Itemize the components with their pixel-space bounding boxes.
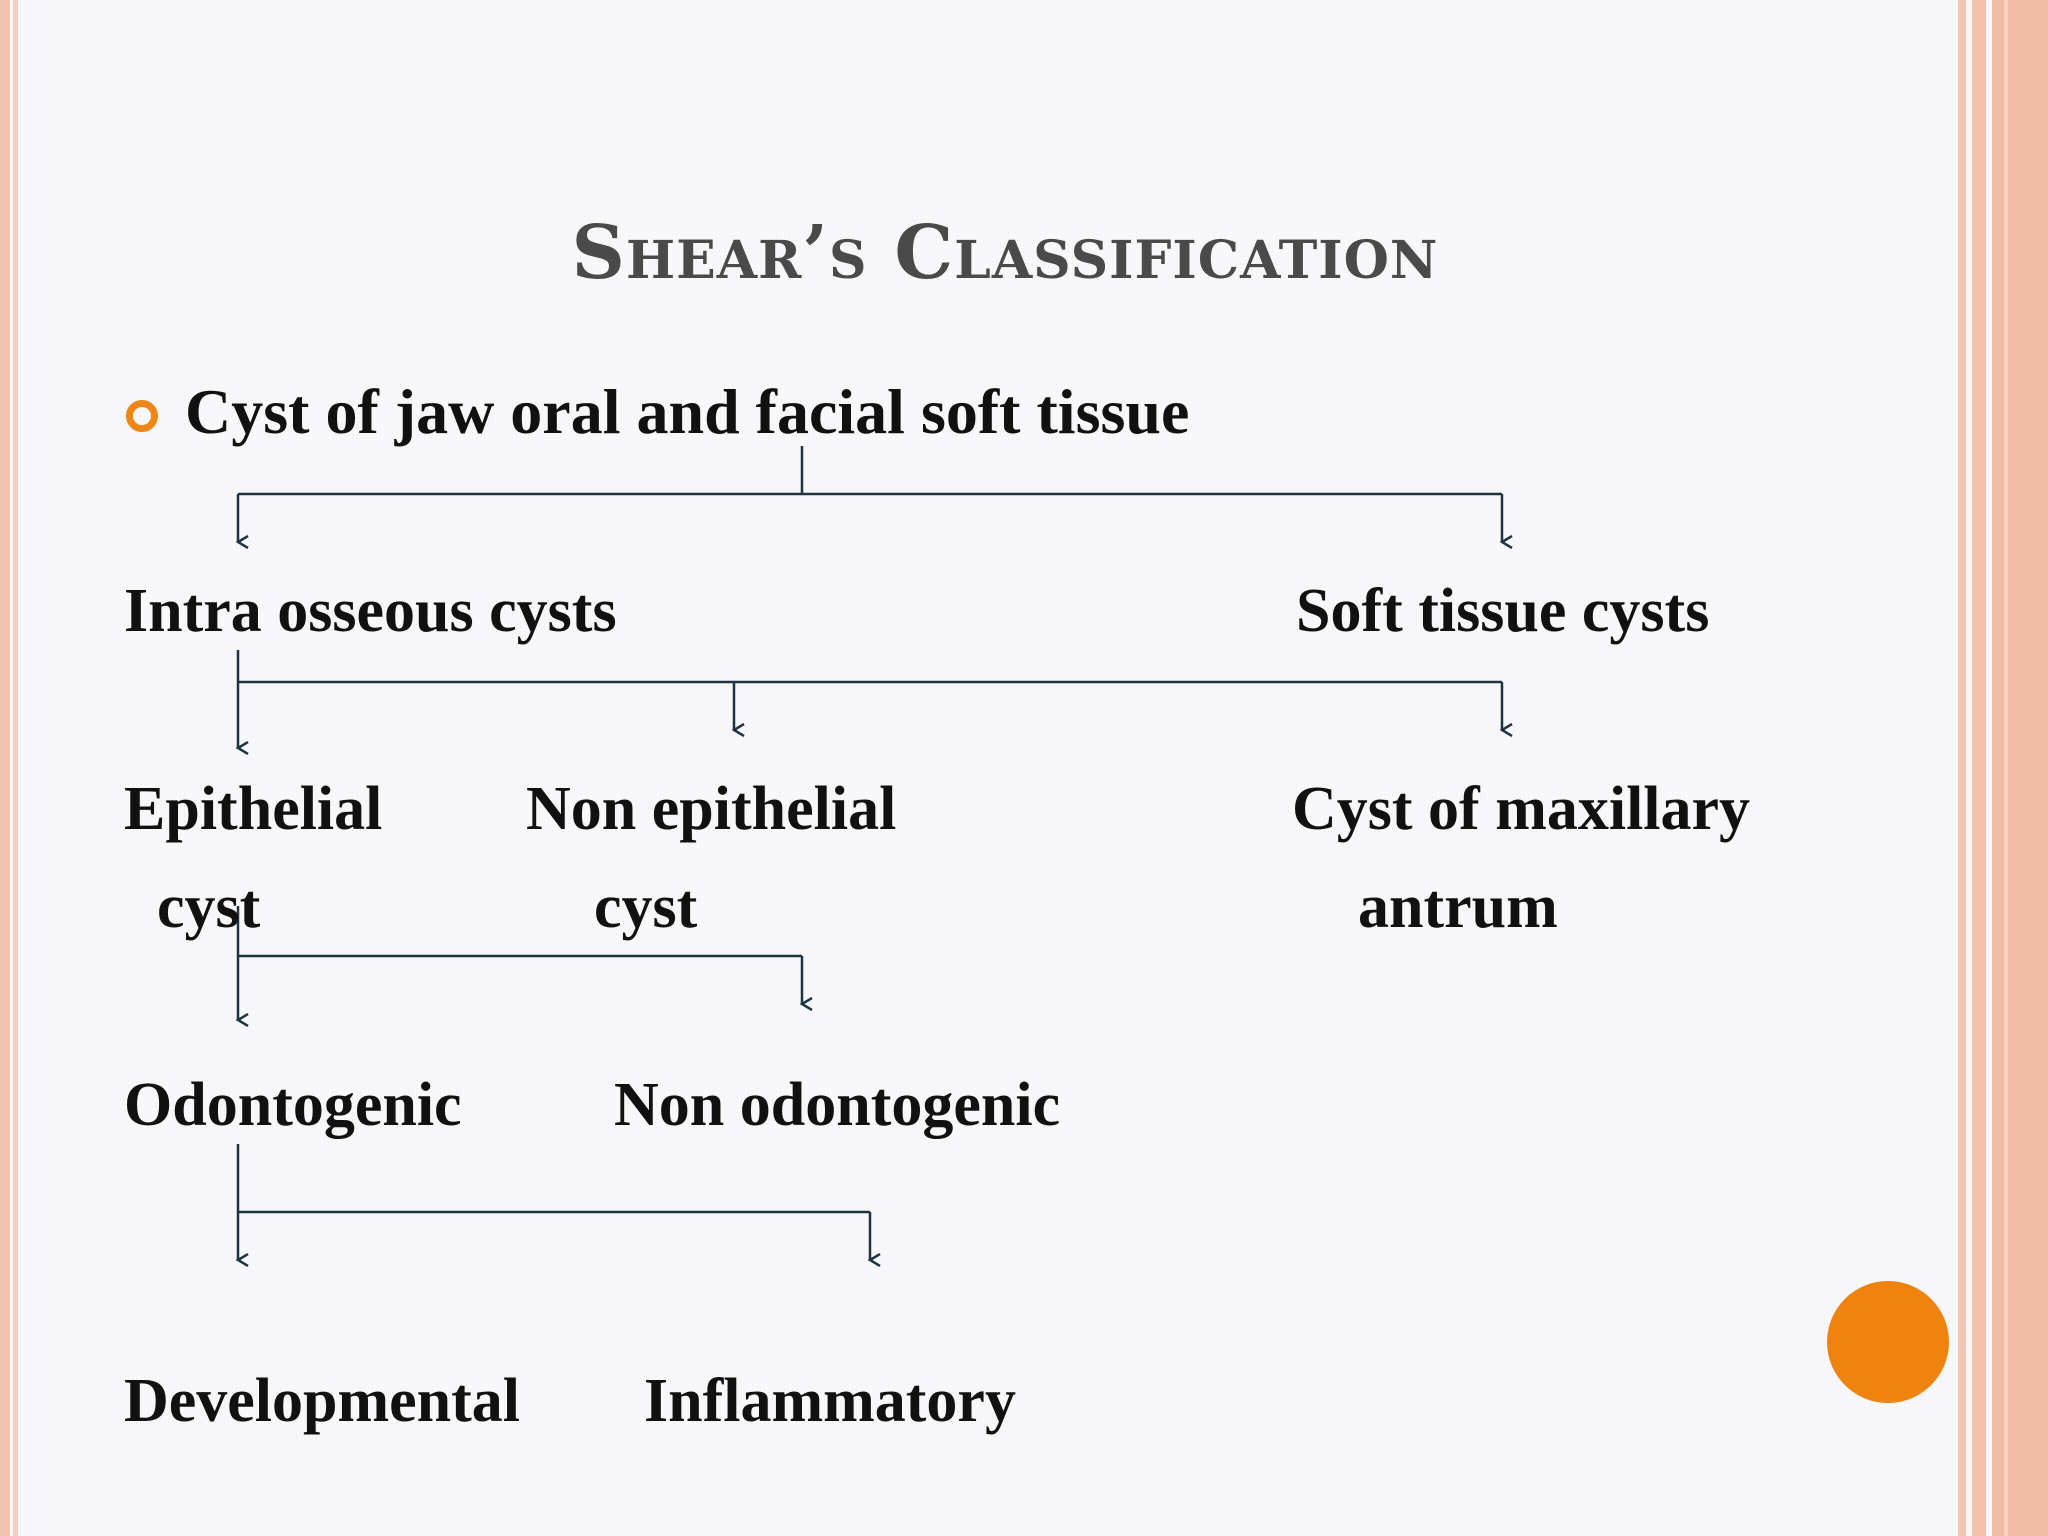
inflammatory-label: Inflammatory (644, 1367, 1016, 1435)
hollow-circle-bullet-icon (126, 400, 158, 432)
non-epithelial-cyst-label-line2: cyst (594, 873, 698, 941)
right-border-stripe-2 (1972, 0, 1986, 1536)
left-border-stripe (0, 0, 10, 1536)
non-odontogenic-label: Non odontogenic (614, 1071, 1061, 1139)
maxillary-antrum-label-line2: antrum (1358, 873, 1558, 941)
right-border-stripe-4 (2004, 0, 2008, 1536)
epithelial-cyst-label-line1: Epithelial (124, 775, 383, 843)
epithelial-cyst-label-line2: cyst (157, 873, 261, 941)
odontogenic-label: Odontogenic (124, 1071, 462, 1139)
slide-title: Shear’s Classification (571, 210, 1439, 296)
intra-osseous-cysts-label: Intra osseous cysts (124, 577, 617, 645)
developmental-label: Developmental (124, 1367, 521, 1435)
orange-circle-decoration (1827, 1281, 1949, 1403)
non-epithelial-cyst-label-line1: Non epithelial (526, 775, 897, 843)
right-border-stripe-3 (1992, 0, 2048, 1536)
root-node-label: Cyst of jaw oral and facial soft tissue (185, 376, 1190, 447)
soft-tissue-cysts-label: Soft tissue cysts (1296, 577, 1710, 645)
right-border-stripe-1 (1958, 0, 1966, 1536)
maxillary-antrum-label-line1: Cyst of maxillary (1292, 775, 1751, 843)
left-border-stripe-inner (13, 0, 18, 1536)
